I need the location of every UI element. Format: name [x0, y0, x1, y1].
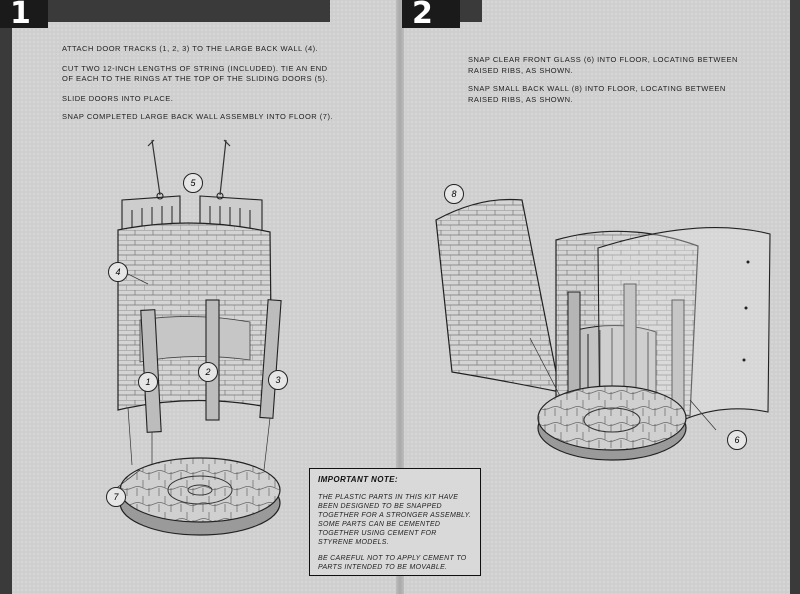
step-1-number: 1 [0, 0, 48, 29]
step1-instruction-2b: OF EACH TO THE RINGS AT THE TOP OF THE S… [62, 74, 328, 83]
small-back-wall-8 [435, 198, 561, 393]
torn-edge-left [0, 0, 12, 594]
step1-instruction-4: SNAP COMPLETED LARGE BACK WALL ASSEMBLY … [62, 112, 334, 121]
callout-2: 2 [198, 362, 218, 382]
step1-instruction-3: SLIDE DOORS INTO PLACE. [62, 94, 174, 103]
step2-instruction-2a: SNAP SMALL BACK WALL (8) INTO FLOOR, LOC… [468, 84, 726, 93]
step2-instruction-1a: SNAP CLEAR FRONT GLASS (6) INTO FLOOR, L… [468, 55, 738, 64]
callout-3: 3 [268, 370, 288, 390]
top-band-left [0, 0, 330, 22]
book-gutter [396, 0, 404, 594]
step-2-number: 2 [402, 0, 460, 29]
callout-4: 4 [108, 262, 128, 282]
torn-edge-right [790, 0, 800, 594]
guide-lines [127, 407, 271, 471]
step1-instruction-1: ATTACH DOOR TRACKS (1, 2, 3) TO THE LARG… [62, 44, 319, 53]
note-title: IMPORTANT NOTE: [318, 475, 398, 484]
step2-instruction-1b: RAISED RIBS, AS SHOWN. [468, 66, 574, 75]
strings [147, 139, 231, 196]
door-tracks [140, 299, 282, 433]
step2-instruction-2b: RAISED RIBS, AS SHOWN. [468, 95, 574, 104]
note-paragraph-1: THE PLASTIC PARTS IN THIS KIT HAVE BEEN … [318, 494, 472, 546]
callout-1: 1 [138, 372, 158, 392]
step1-instruction-2a: CUT TWO 12-INCH LENGTHS OF STRING (INCLU… [62, 64, 328, 73]
floor-step-2 [537, 385, 687, 461]
callout-8: 8 [444, 184, 464, 204]
floor-piece-7 [119, 457, 281, 536]
callout-7: 7 [106, 487, 126, 507]
callout-5: 5 [183, 173, 203, 193]
callout-6: 6 [727, 430, 747, 450]
note-paragraph-2: BE CAREFUL NOT TO APPLY CEMENT TO PARTS … [318, 555, 467, 571]
important-note-box: IMPORTANT NOTE: THE PLASTIC PARTS IN THI… [309, 468, 481, 576]
tower-door [567, 283, 685, 413]
